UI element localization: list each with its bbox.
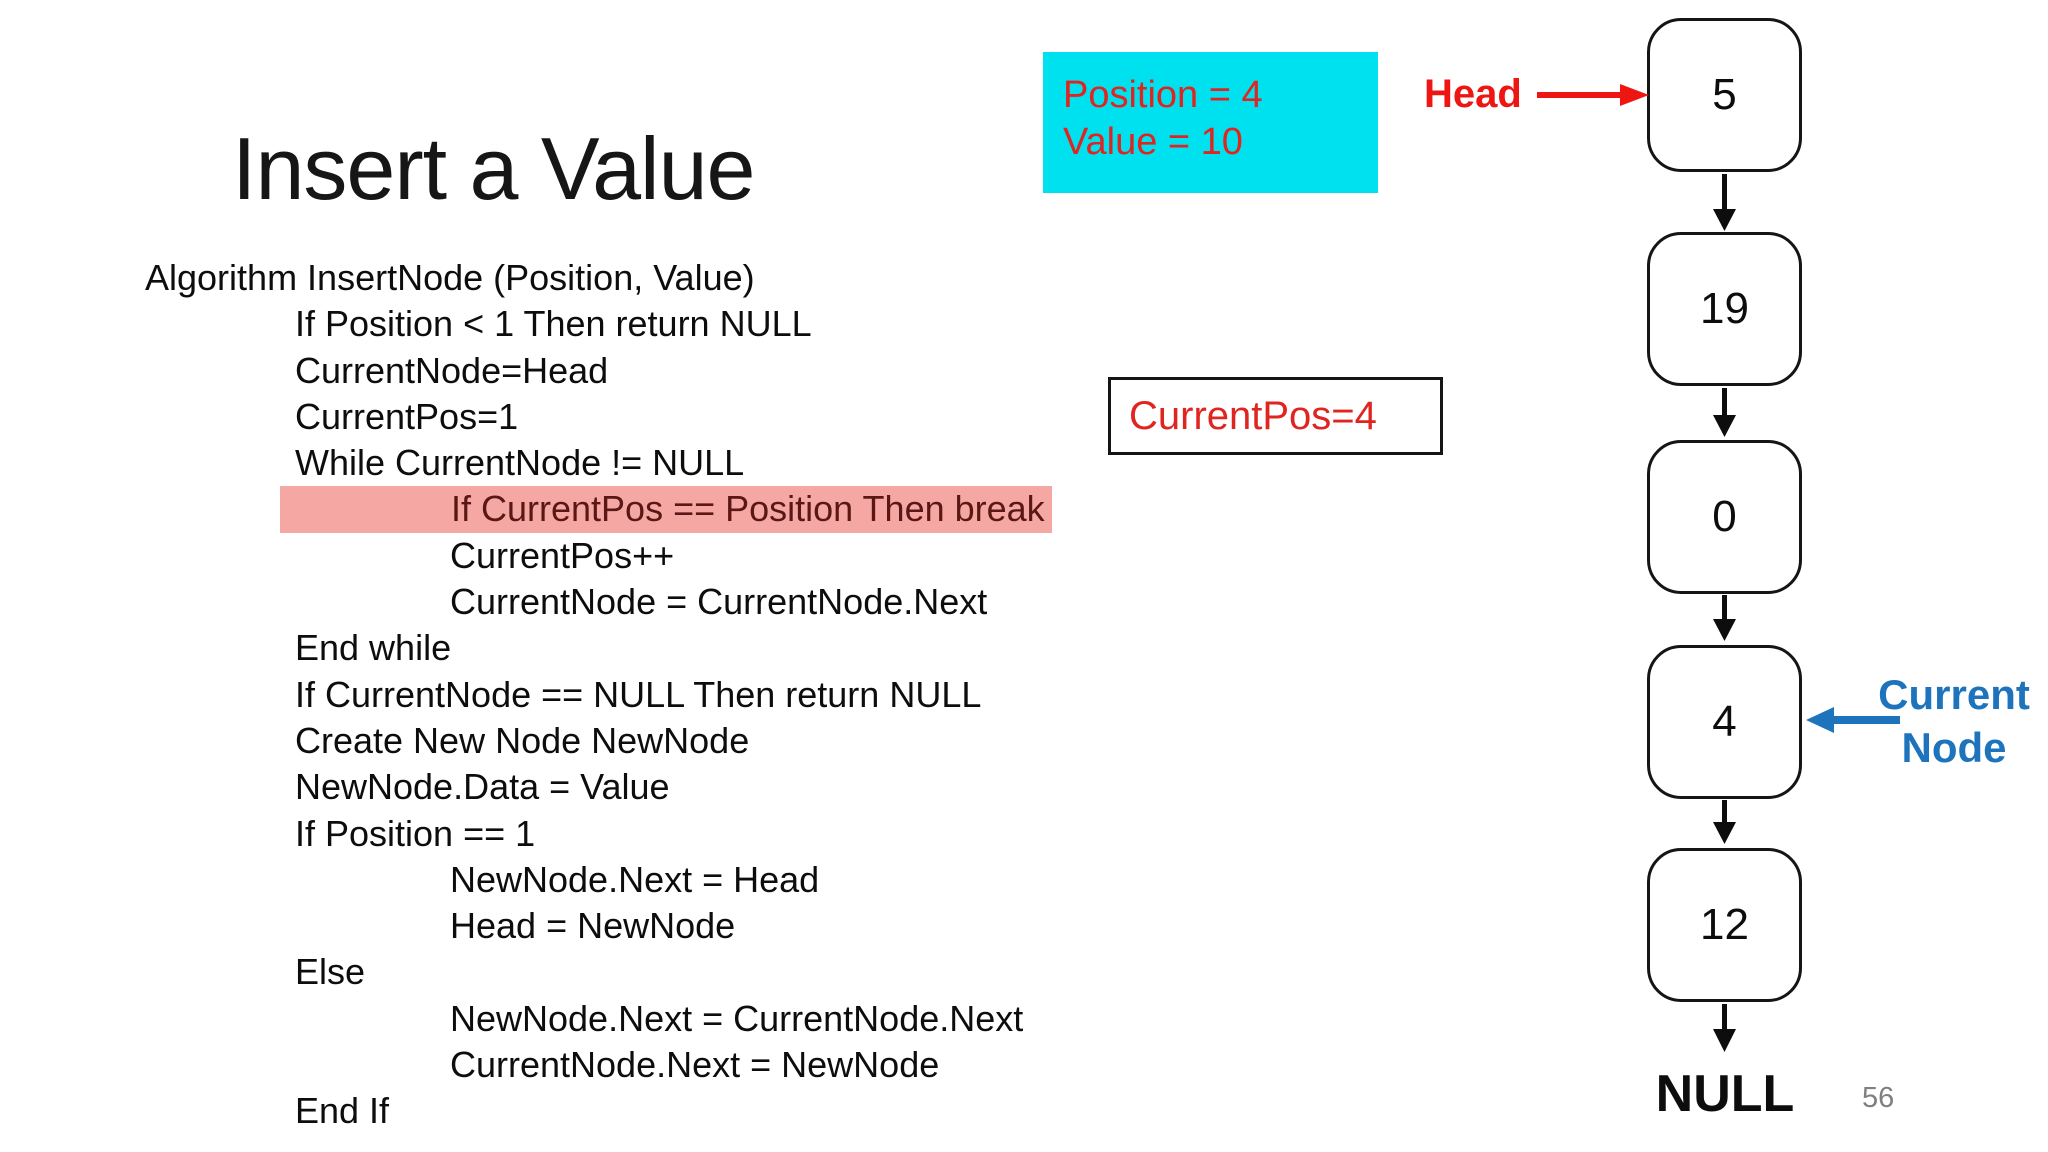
code-line: NewNode.Next = CurrentNode.Next — [450, 997, 1024, 1039]
head-arrow — [1537, 84, 1649, 106]
code-line: If Position < 1 Then return NULL — [295, 303, 812, 345]
code-line: If Position == 1 — [295, 812, 536, 854]
list-arrow-4 — [1713, 800, 1736, 844]
list-node-5: 12 — [1647, 848, 1802, 1002]
code-line: Else — [295, 951, 366, 993]
currentpos-callout: CurrentPos=4 — [1108, 377, 1443, 455]
list-node-4: 4 — [1647, 645, 1802, 799]
list-node-3: 0 — [1647, 440, 1802, 594]
current-node-label-line1: Current — [1878, 671, 2030, 718]
code-line: Create New Node NewNode — [295, 719, 750, 761]
code-line: If CurrentNode == NULL Then return NULL — [295, 673, 982, 715]
list-node-2: 19 — [1647, 232, 1802, 386]
code-line: CurrentNode.Next = NewNode — [450, 1044, 940, 1086]
algorithm-pseudocode: Algorithm InsertNode (Position, Value) I… — [145, 255, 1052, 1135]
code-line: CurrentNode = CurrentNode.Next — [450, 581, 988, 623]
code-line: NewNode.Data = Value — [295, 766, 670, 808]
code-line: CurrentNode=Head — [295, 349, 609, 391]
params-line-position: Position = 4 — [1063, 74, 1263, 116]
code-line: End while — [295, 627, 452, 669]
code-line: Algorithm InsertNode (Position, Value) — [145, 257, 755, 298]
params-line-value: Value = 10 — [1063, 121, 1243, 163]
list-arrow-1 — [1713, 174, 1736, 231]
params-callout: Position = 4 Value = 10 — [1043, 52, 1378, 193]
list-arrow-5 — [1713, 1004, 1736, 1052]
list-arrow-3 — [1713, 595, 1736, 641]
null-label: NULL — [1655, 1065, 1795, 1123]
code-line: End If — [295, 1090, 390, 1132]
list-node-1: 5 — [1647, 18, 1802, 172]
currentpos-text: CurrentPos=4 — [1129, 393, 1377, 438]
current-node-label-line2: Node — [1901, 724, 2007, 771]
code-line: CurrentPos=1 — [295, 395, 519, 437]
code-line: CurrentPos++ — [450, 534, 675, 576]
code-line: While CurrentNode != NULL — [295, 442, 745, 484]
code-line-highlighted: If CurrentPos == Position Then break — [280, 486, 1052, 533]
code-line: NewNode.Next = Head — [450, 858, 820, 900]
list-arrow-2 — [1713, 388, 1736, 437]
page-number: 56 — [1862, 1082, 1895, 1114]
current-node-label: Current Node — [1860, 668, 2048, 774]
slide-title: Insert a Value — [232, 119, 755, 218]
code-line: Head = NewNode — [450, 905, 736, 947]
head-label: Head — [1424, 72, 1522, 116]
